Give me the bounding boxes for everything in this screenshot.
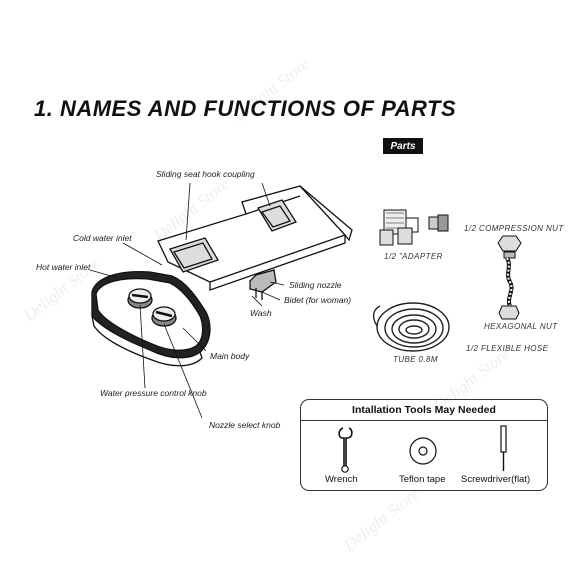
label-water-pressure-control-knob: Water pressure control knob — [100, 388, 207, 398]
flexible-hose-part — [497, 235, 522, 320]
label-nozzle-select-knob: Nozzle select knob — [209, 420, 281, 430]
tool-label-wrench: Wrench — [325, 474, 358, 485]
tube-part — [372, 302, 450, 352]
screwdriver-icon — [500, 425, 507, 471]
label-cold-water-inlet: Cold water inlet — [73, 233, 132, 243]
label-hexagonal-nut: HEXAGONAL NUT — [484, 322, 558, 331]
label-sliding-nozzle: Sliding nozzle — [289, 280, 342, 290]
page-title: 1. NAMES AND FUNCTIONS OF PARTS — [34, 96, 457, 121]
tool-label-teflon-tape: Teflon tape — [399, 474, 446, 485]
bidet-illustration — [91, 185, 353, 367]
adapter-part — [379, 209, 449, 246]
tool-icons — [338, 425, 507, 473]
label-flexible-hose: 1/2 FLEXIBLE HOSE — [466, 344, 549, 353]
label-tube: TUBE 0.8M — [393, 355, 438, 364]
tool-label-screwdriver: Screwdriver(flat) — [461, 474, 531, 485]
wrench-icon — [338, 427, 353, 473]
leader-lines — [89, 182, 285, 419]
tools-heading: Intallation Tools May Needed — [301, 400, 547, 421]
teflon-tape-icon — [409, 437, 437, 465]
label-bidet: Bidet (for woman) — [284, 295, 352, 305]
installation-tools-box: Intallation Tools May Needed Wrench Tefl… — [300, 399, 548, 491]
label-compression-nut: 1/2 COMPRESSION NUT — [464, 224, 564, 233]
label-sliding-seat-hook-coupling: Sliding seat hook coupling — [156, 169, 255, 179]
label-main-body: Main body — [210, 351, 250, 361]
label-wash: Wash — [250, 308, 272, 318]
label-adapter: 1/2 "ADAPTER — [384, 252, 443, 261]
label-hot-water-inlet: Hot water inlet — [36, 262, 91, 272]
parts-badge: Parts — [383, 138, 423, 154]
